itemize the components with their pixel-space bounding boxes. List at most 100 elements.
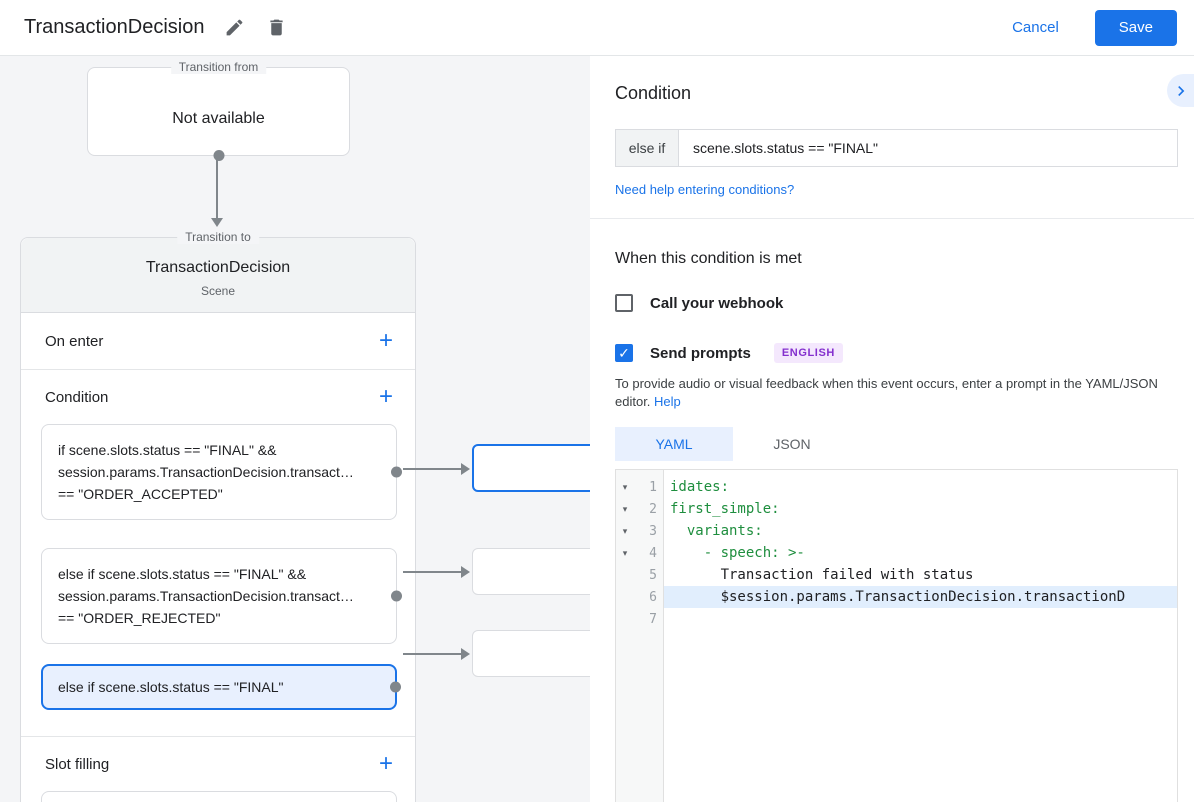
scene-subtitle: Scene — [200, 284, 236, 298]
delete-icon[interactable] — [264, 16, 288, 40]
webhook-label: Call your webhook — [650, 294, 784, 312]
arrow-right-icon — [461, 566, 470, 578]
condition-label: Condition — [45, 388, 109, 406]
arrow-right-icon — [461, 648, 470, 660]
transition-target-node-1[interactable] — [472, 444, 590, 492]
connector-dot — [391, 590, 402, 602]
condition-text: == "ORDER_REJECTED" — [58, 610, 221, 626]
scene-header: TransactionDecision Scene — [21, 238, 415, 313]
add-condition-button[interactable]: + — [378, 383, 393, 410]
condition-text: if scene.slots.status == "FINAL" && — [58, 442, 277, 458]
fold-arrow-icon[interactable]: ▾ — [622, 547, 628, 558]
line-number: 4 — [649, 545, 657, 561]
condition-item-accepted[interactable]: if scene.slots.status == "FINAL" && sess… — [41, 424, 402, 520]
fold-arrow-icon[interactable]: ▾ — [622, 525, 628, 536]
prompt-hint-text: To provide audio or visual feedback when… — [615, 375, 1171, 410]
code-text: $session.params.TransactionDecision.tran… — [664, 586, 1177, 608]
code-text — [664, 608, 1177, 630]
code-text: - speech: >- — [670, 545, 805, 561]
section-divider — [590, 218, 1194, 219]
transition-from-legend: Transition from — [170, 60, 267, 74]
code-line: 5 Transaction failed with status — [616, 564, 1177, 586]
line-number: 5 — [649, 567, 657, 583]
line-number: 7 — [649, 611, 657, 627]
condition-section: Condition + if scene.slots.status == "FI… — [21, 370, 415, 737]
save-button[interactable]: Save — [1094, 9, 1177, 46]
flow-diagram-pane: Transition from Not available Transition… — [0, 56, 590, 802]
transition-to-card: Transition to TransactionDecision Scene … — [20, 230, 416, 802]
code-text: variants: — [670, 523, 763, 539]
flow-connector-line — [403, 653, 461, 655]
arrow-right-icon — [461, 463, 470, 475]
condition-help-link[interactable]: Need help entering conditions? — [615, 182, 795, 197]
condition-item-rejected[interactable]: else if scene.slots.status == "FINAL" &&… — [41, 548, 402, 644]
tab-yaml[interactable]: YAML — [615, 427, 733, 461]
code-line-highlighted: 6 $session.params.TransactionDecision.tr… — [616, 586, 1177, 608]
top-bar: TransactionDecision Cancel Save — [0, 0, 1194, 56]
connector-dot — [391, 466, 402, 478]
connector-dot — [390, 681, 401, 693]
on-enter-label: On enter — [45, 332, 104, 350]
code-line: ▾ 1 idates: — [616, 476, 1177, 498]
condition-text: else if scene.slots.status == "FINAL" — [58, 679, 284, 695]
editor-tabs: YAML JSON — [615, 427, 851, 461]
add-slot-button[interactable]: + — [378, 750, 393, 777]
code-line: 7 — [616, 608, 1177, 630]
cancel-button[interactable]: Cancel — [1012, 19, 1059, 36]
panel-title: Condition — [615, 83, 692, 103]
help-link[interactable]: Help — [654, 393, 681, 409]
add-on-enter-button[interactable]: + — [378, 327, 393, 354]
webhook-checkbox[interactable] — [615, 294, 633, 312]
code-text: first_simple: — [670, 501, 780, 517]
condition-text: session.params.TransactionDecision.trans… — [58, 464, 354, 480]
page-title: TransactionDecision — [24, 16, 205, 38]
hint-body: To provide audio or visual feedback when… — [615, 376, 1158, 409]
language-badge: ENGLISH — [773, 343, 843, 363]
yaml-code-editor[interactable]: ▾ 1 idates: ▾ 2 first_simple: ▾ 3 varian… — [615, 469, 1178, 802]
line-number: 2 — [649, 501, 657, 517]
transition-from-node[interactable]: Transition from Not available — [87, 60, 350, 161]
condition-text: session.params.TransactionDecision.trans… — [58, 588, 354, 604]
code-line: ▾ 4 - speech: >- — [616, 542, 1177, 564]
code-line: ▾ 3 variants: — [616, 520, 1177, 542]
prompts-checkbox-row[interactable]: ✓ Send prompts ENGLISH — [615, 343, 843, 363]
chevron-right-icon — [1177, 85, 1184, 96]
transition-from-value: Not available — [172, 110, 265, 127]
arrow-down-icon — [211, 218, 223, 227]
condition-input-row: else if — [615, 129, 1178, 167]
connector-dot — [213, 150, 224, 161]
prompts-label: Send prompts — [650, 344, 751, 362]
edit-icon[interactable] — [222, 16, 246, 40]
condition-detail-panel: Condition else if Need help entering con… — [590, 56, 1194, 802]
condition-text: == "ORDER_ACCEPTED" — [58, 486, 223, 502]
tab-json[interactable]: JSON — [773, 436, 811, 452]
webhook-checkbox-row[interactable]: Call your webhook — [615, 294, 783, 312]
editor-gutter — [616, 470, 664, 802]
on-enter-section: On enter + — [21, 313, 415, 370]
condition-prefix-label: else if — [615, 129, 679, 167]
line-number: 3 — [649, 523, 657, 539]
code-text: Transaction failed with status — [670, 567, 974, 583]
condition-item-final-selected[interactable]: else if scene.slots.status == "FINAL" — [41, 664, 401, 710]
fold-arrow-icon[interactable]: ▾ — [622, 503, 628, 514]
flow-connector-line — [216, 156, 218, 218]
scene-title: TransactionDecision — [145, 259, 291, 276]
transition-target-node-3[interactable] — [472, 630, 590, 677]
check-icon: ✓ — [618, 344, 630, 361]
transition-target-node-2[interactable] — [472, 548, 590, 595]
slot-filling-label: Slot filling — [45, 755, 110, 773]
line-number: 1 — [649, 479, 657, 495]
code-text: idates: — [670, 479, 730, 495]
flow-connector-line — [403, 571, 461, 573]
collapse-panel-button[interactable] — [1167, 74, 1194, 107]
slot-validation-item[interactable]: Slot validation — [41, 791, 397, 802]
transition-to-legend: Transition to — [177, 230, 259, 244]
line-number: 6 — [649, 589, 657, 605]
slot-filling-section: Slot filling + — [21, 737, 415, 791]
when-condition-heading: When this condition is met — [615, 250, 802, 267]
fold-arrow-icon[interactable]: ▾ — [622, 481, 628, 492]
flow-connector-line — [403, 468, 461, 470]
prompts-checkbox[interactable]: ✓ — [615, 344, 633, 362]
condition-expression-input[interactable] — [679, 129, 1178, 167]
code-line: ▾ 2 first_simple: — [616, 498, 1177, 520]
